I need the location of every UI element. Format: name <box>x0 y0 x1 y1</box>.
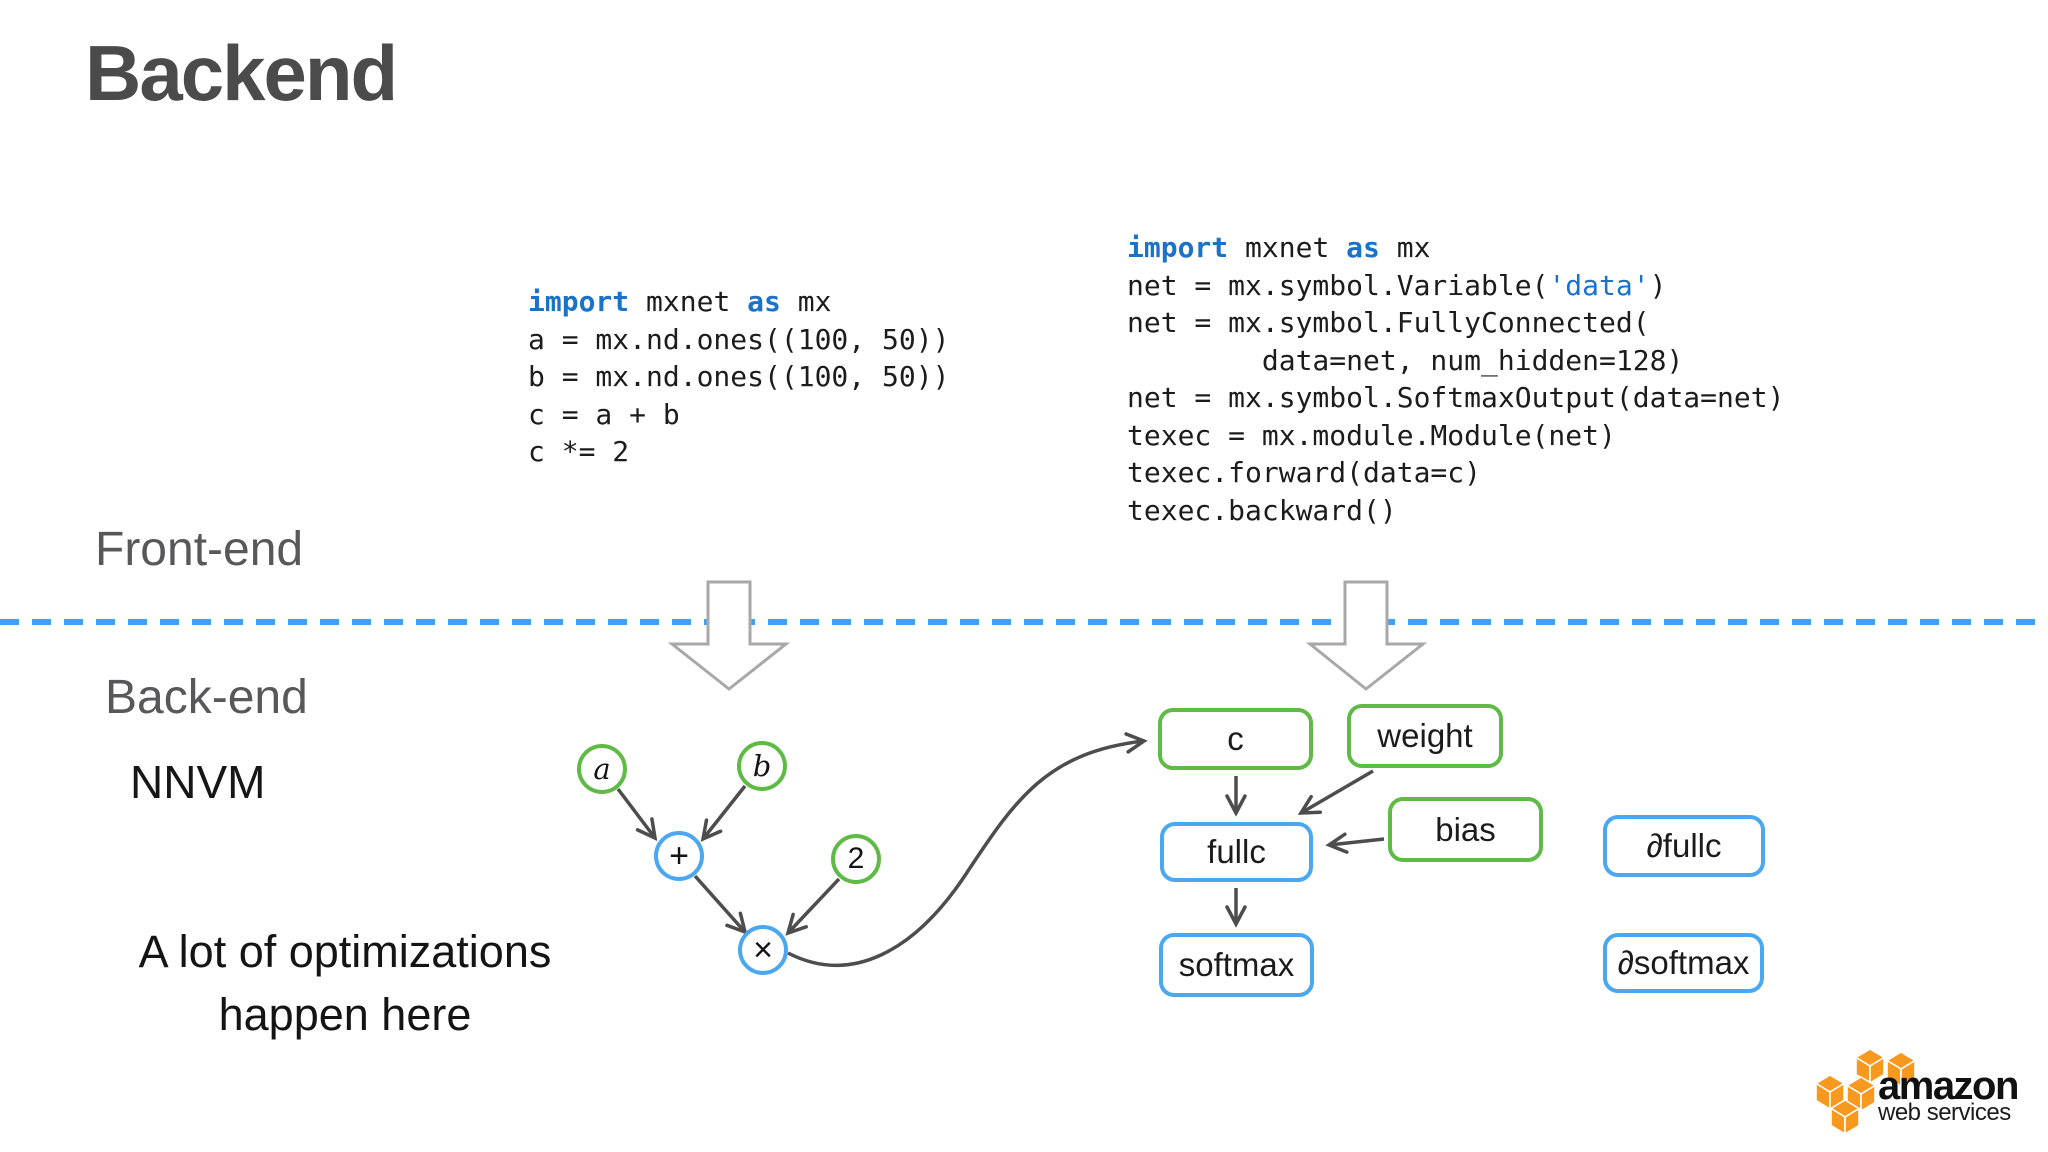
box-softmax: softmax <box>1159 933 1314 997</box>
box-dfullc-label: ∂fullc <box>1646 827 1722 864</box>
node-b-label: b <box>752 749 772 783</box>
page-title: Backend <box>85 29 398 117</box>
optimizations-note-line1: A lot of optimizations <box>138 926 552 977</box>
box-dsoftmax: ∂softmax <box>1603 933 1764 993</box>
box-weight: weight <box>1347 704 1503 768</box>
down-arrow-right-icon <box>1305 580 1428 691</box>
box-c: c <box>1158 708 1313 770</box>
box-bias: bias <box>1388 797 1543 862</box>
amazon-brand-text: amazon <box>1878 1064 2019 1108</box>
box-dsoftmax-label: ∂softmax <box>1617 944 1750 981</box>
box-softmax-label: softmax <box>1178 946 1295 983</box>
node-times-label: × <box>753 931 773 969</box>
back-end-label: Back-end <box>105 671 308 724</box>
aws-logo: amazon web services <box>1810 1040 2030 1140</box>
node-a-label: a <box>593 752 611 786</box>
nnvm-label: NNVM <box>130 756 266 808</box>
optimizations-note-line2: happen here <box>218 989 472 1040</box>
amazon-subtitle-text: web services <box>1878 1099 2011 1126</box>
box-fullc: fullc <box>1160 822 1313 882</box>
down-arrow-left-icon <box>667 580 791 691</box>
node-two: 2 <box>831 834 881 884</box>
node-plus-label: + <box>669 837 689 875</box>
node-two-label: 2 <box>847 842 865 875</box>
node-a: a <box>577 744 627 794</box>
box-bias-label: bias <box>1435 810 1496 848</box>
box-dfullc: ∂fullc <box>1603 815 1765 877</box>
graph-edges <box>616 732 1385 968</box>
node-plus: + <box>654 831 704 881</box>
box-c-label: c <box>1227 720 1244 757</box>
box-weight-label: weight <box>1377 717 1473 754</box>
node-times: × <box>738 925 788 975</box>
box-fullc-label: fullc <box>1207 833 1266 870</box>
optimizations-note: A lot of optimizations happen here <box>85 920 605 1046</box>
front-end-label: Front-end <box>95 523 304 576</box>
node-b: b <box>737 741 787 791</box>
